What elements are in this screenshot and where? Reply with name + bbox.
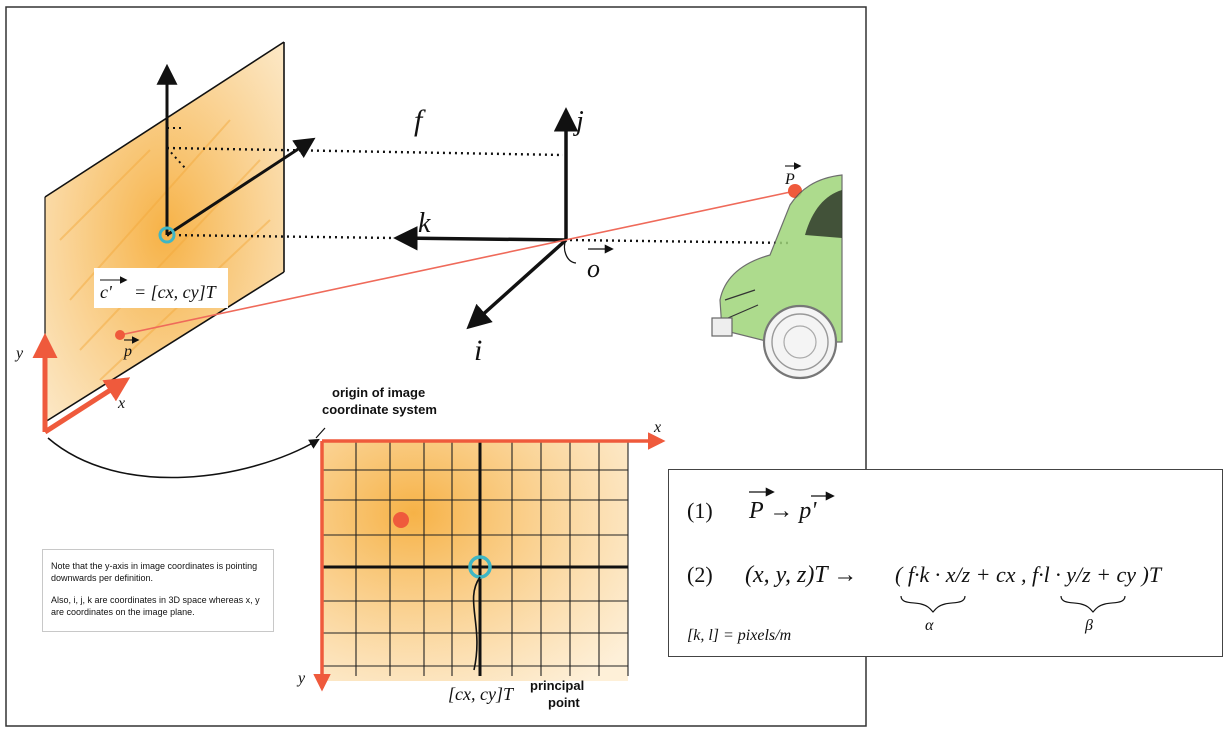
plane-diagonal-axis (166, 137, 316, 237)
label-plane-y: y (14, 345, 24, 362)
focal-dotted-line (166, 146, 564, 157)
plane-x-axis (43, 377, 131, 435)
principal-coords-label: [cx, cy]T (448, 684, 515, 704)
diagram-frame (5, 6, 867, 727)
eq2-number: (2) (687, 562, 713, 587)
label-p: p (123, 343, 132, 360)
note-line1: Note that the y-axis in image coordinate… (51, 561, 258, 583)
c-prime-lhs: c' (100, 282, 113, 302)
image-point-grid (393, 512, 409, 528)
label-o: o (587, 254, 600, 283)
origin-link-arrow (47, 437, 320, 479)
k-axis (393, 225, 567, 251)
origin-label-line1: origin of image (332, 385, 425, 400)
label-f: f (414, 104, 426, 137)
i-axis (466, 238, 568, 330)
car-sketch (711, 174, 843, 380)
principal-point-3d (158, 226, 176, 244)
eq1-number: (1) (687, 498, 713, 523)
optical-axis-dotted (166, 233, 396, 240)
note-box: Note that the y-axis in image coordinate… (42, 549, 274, 632)
optical-axis-extension (569, 238, 791, 245)
beta-brace (1060, 595, 1126, 613)
origin-pointer (315, 427, 326, 439)
projection-ray (119, 190, 796, 336)
label-image-x: x (653, 419, 661, 436)
eq2-lhs: (x, y, z)T → (745, 562, 857, 588)
alpha-brace (900, 595, 966, 613)
image-grid (322, 441, 629, 681)
formula-svg: (1) P → p' (2) (x, y, z)T → ( f·k · x/z … (687, 487, 1163, 644)
origin-label-line2: coordinate system (322, 402, 437, 417)
beta-label: β (1084, 617, 1093, 634)
alpha-label: α (925, 617, 934, 634)
note-line2: Also, i, j, k are coordinates in 3D spac… (51, 595, 260, 617)
label-plane-x: x (117, 395, 125, 412)
image-point-dot (115, 330, 125, 340)
plane-dotted-hint (166, 127, 186, 169)
label-image-y: y (296, 670, 306, 687)
units-label: [k, l] = pixels/m (687, 627, 791, 644)
principal-label-line2: point (548, 695, 580, 710)
formula-box: (1) P → p' (2) (x, y, z)T → ( f·k · x/z … (668, 469, 1223, 657)
eq2-rhs: ( f·k · x/z + cx , f·l · y/z + cy )T (895, 562, 1163, 587)
label-k: k (418, 208, 431, 239)
label-i: i (474, 334, 482, 367)
principal-pointer (472, 576, 481, 671)
c-prime-rhs: = [cx, cy]T (134, 282, 218, 302)
principal-label-line1: principal (530, 678, 584, 693)
label-j: j (573, 106, 584, 137)
image-plane-3d (44, 41, 285, 423)
label-P: P (784, 171, 795, 188)
eq1-text: P → p' (748, 498, 817, 524)
c-prime-svg: c' = [cx, cy]T (100, 276, 218, 302)
c-prime-label: c' = [cx, cy]T (94, 268, 228, 308)
o-pointer (563, 239, 577, 264)
